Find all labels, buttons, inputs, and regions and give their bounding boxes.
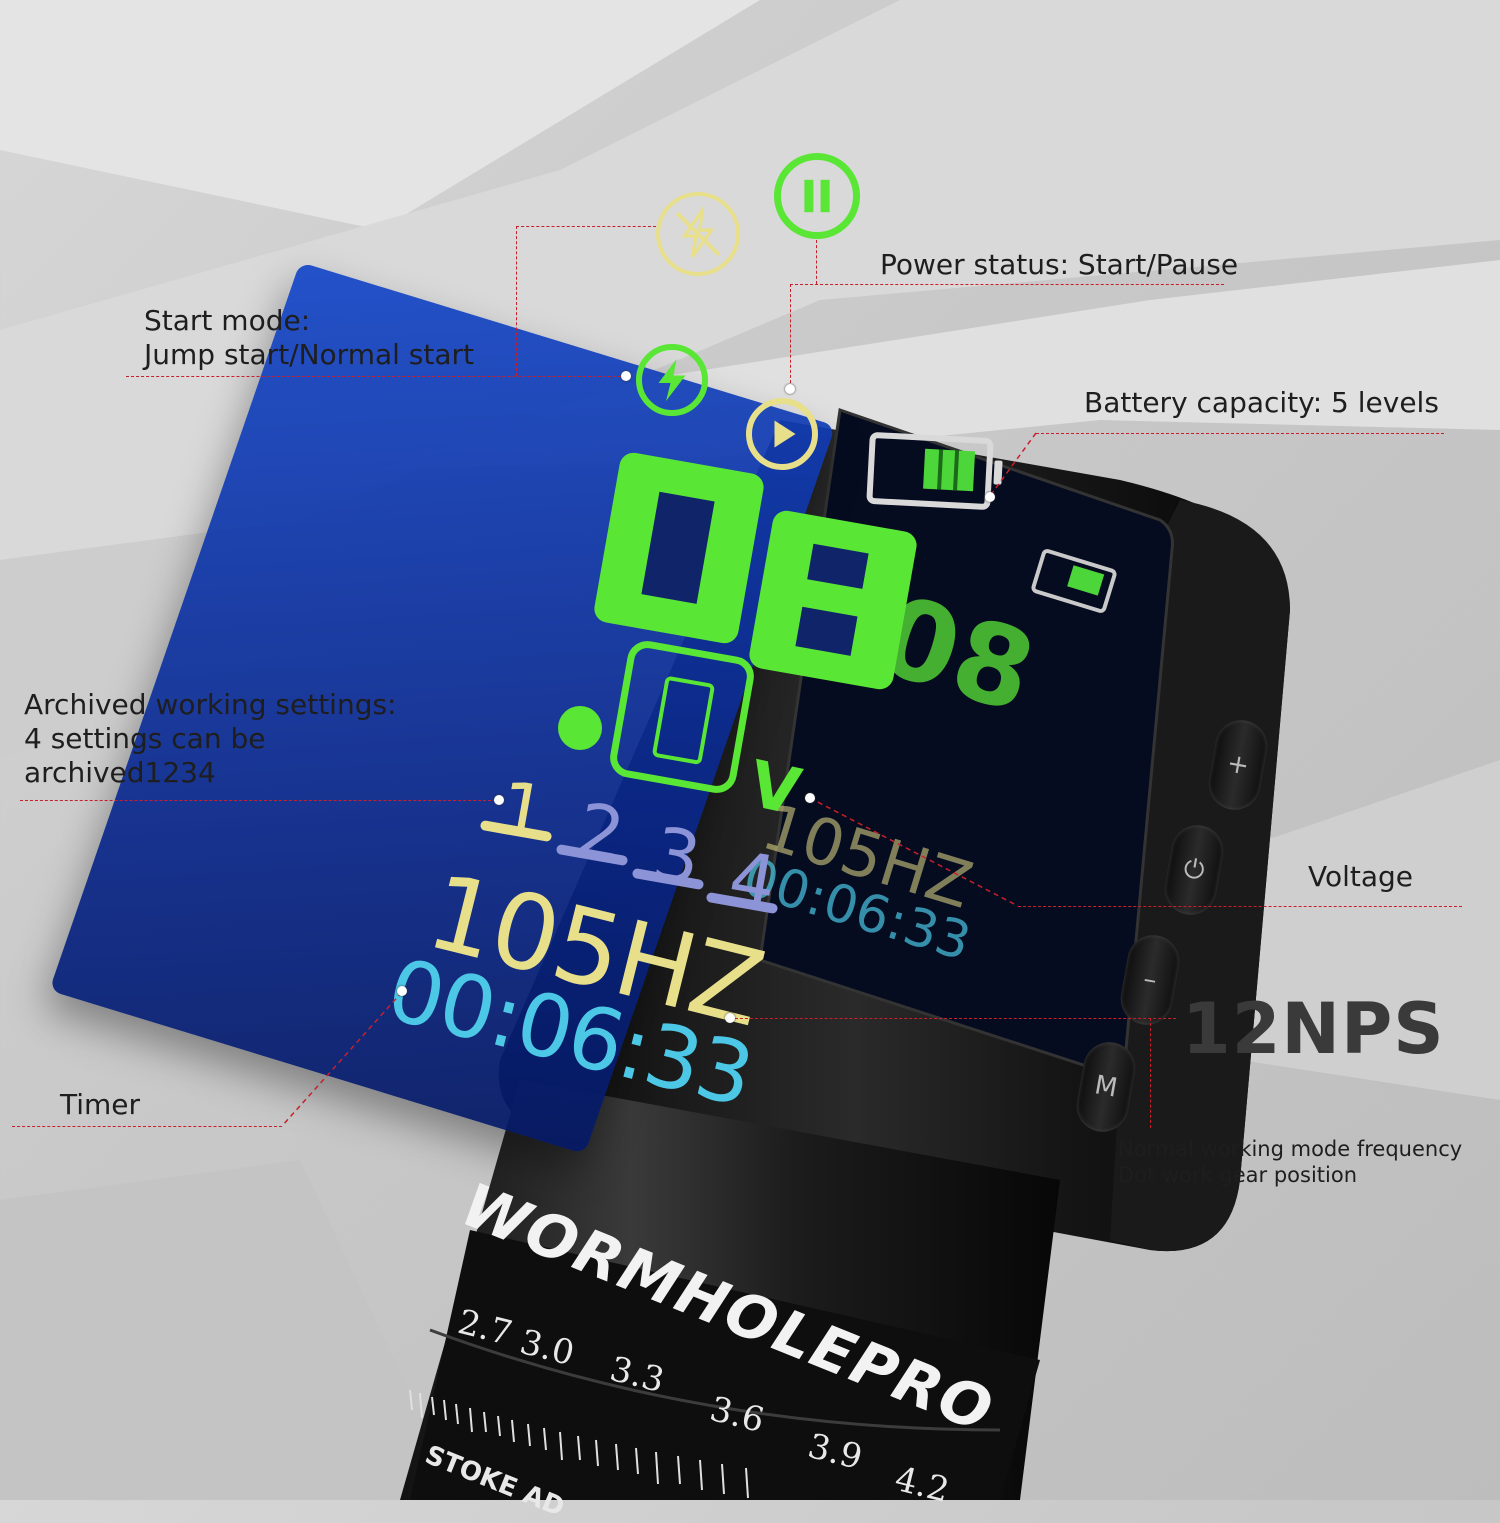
leader-dot: [397, 986, 407, 996]
pause-icon: [774, 153, 860, 239]
normal-mode-label: Normal working mode frequency Dot work g…: [1118, 1137, 1463, 1187]
power-icon: ⏻: [1181, 852, 1207, 887]
leader-dot: [621, 371, 631, 381]
leader-dot: [785, 384, 795, 394]
leader-dot: [494, 795, 504, 805]
nps-label: 12NPS: [1182, 988, 1445, 1070]
play-icon: [746, 398, 818, 470]
leader-start-mode-top: [516, 226, 656, 227]
leader-dot: [985, 492, 995, 502]
leader-nps: [730, 1018, 1176, 1019]
leader-battery: [1036, 433, 1444, 434]
start-mode-label: Start mode: Jump start/Normal start: [144, 304, 475, 371]
leader-start-mode: [126, 376, 626, 377]
minus-icon: –: [1140, 964, 1160, 996]
leader-archived: [20, 800, 496, 801]
leader-power-vert2: [790, 284, 791, 388]
lightning-off-icon: [656, 192, 740, 276]
voltage-decimal-dot: [558, 706, 602, 750]
leader-voltage: [1018, 906, 1462, 907]
leader-power-vert: [816, 240, 817, 284]
leader-power: [790, 284, 1224, 285]
leader-dot: [805, 793, 815, 803]
voltage-digits-text: 08: [0, 0, 1, 1]
archived-label: Archived working settings: 4 settings ca…: [24, 688, 397, 789]
mode-icon: M: [1092, 1070, 1120, 1104]
battery-label: Battery capacity: 5 levels: [1084, 386, 1439, 419]
voltage-decimal-digit: 0: [606, 637, 758, 797]
power-status-label: Power status: Start/Pause: [880, 248, 1239, 281]
timer-label: Timer: [60, 1088, 141, 1121]
voltage-digit-0: [592, 450, 766, 646]
plus-icon: +: [1224, 748, 1252, 782]
lightning-icon: [636, 344, 708, 416]
battery-icon: [866, 431, 1003, 511]
leader-nps-vert: [1150, 1018, 1151, 1128]
voltage-digit-8: [747, 508, 919, 692]
leader-timer: [12, 1126, 282, 1127]
leader-dot: [725, 1013, 735, 1023]
leader-start-mode-vert: [516, 226, 517, 376]
voltage-label: Voltage: [1308, 860, 1414, 893]
